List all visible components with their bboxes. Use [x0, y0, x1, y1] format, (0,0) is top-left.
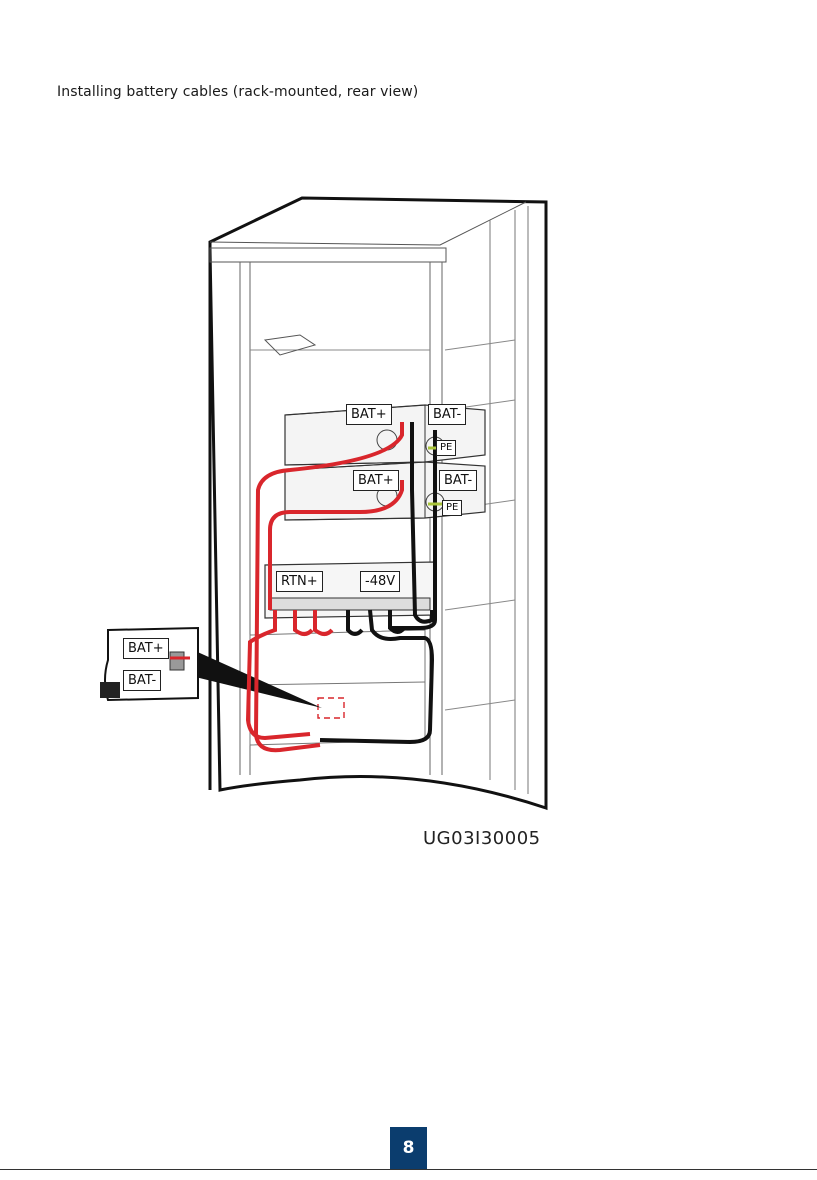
label-rtn-plus: RTN+	[276, 571, 323, 592]
rack-illustration	[90, 190, 560, 860]
label-bat-plus-top: BAT+	[346, 404, 392, 425]
label-pe-mid: PE	[442, 500, 462, 516]
label-minus-48v: -48V	[360, 571, 400, 592]
label-inset-bat-plus: BAT+	[123, 638, 169, 659]
label-bat-plus-mid: BAT+	[353, 470, 399, 491]
label-bat-minus-top: BAT-	[428, 404, 466, 425]
figure-id: UG03I30005	[423, 828, 541, 849]
page-number: 8	[390, 1127, 427, 1169]
figure-caption: Installing battery cables (rack-mounted,…	[57, 84, 418, 100]
inset-hatch	[100, 682, 120, 698]
footer-rule	[0, 1169, 817, 1170]
label-bat-minus-mid: BAT-	[439, 470, 477, 491]
busbar-strip	[270, 598, 430, 610]
label-inset-bat-minus: BAT-	[123, 670, 161, 691]
battery-cable-diagram: BAT+ BAT- PE BAT+ BAT- PE RTN+ -48V BAT+…	[90, 190, 560, 860]
inset-terminal	[170, 652, 184, 670]
label-pe-top: PE	[436, 440, 456, 456]
